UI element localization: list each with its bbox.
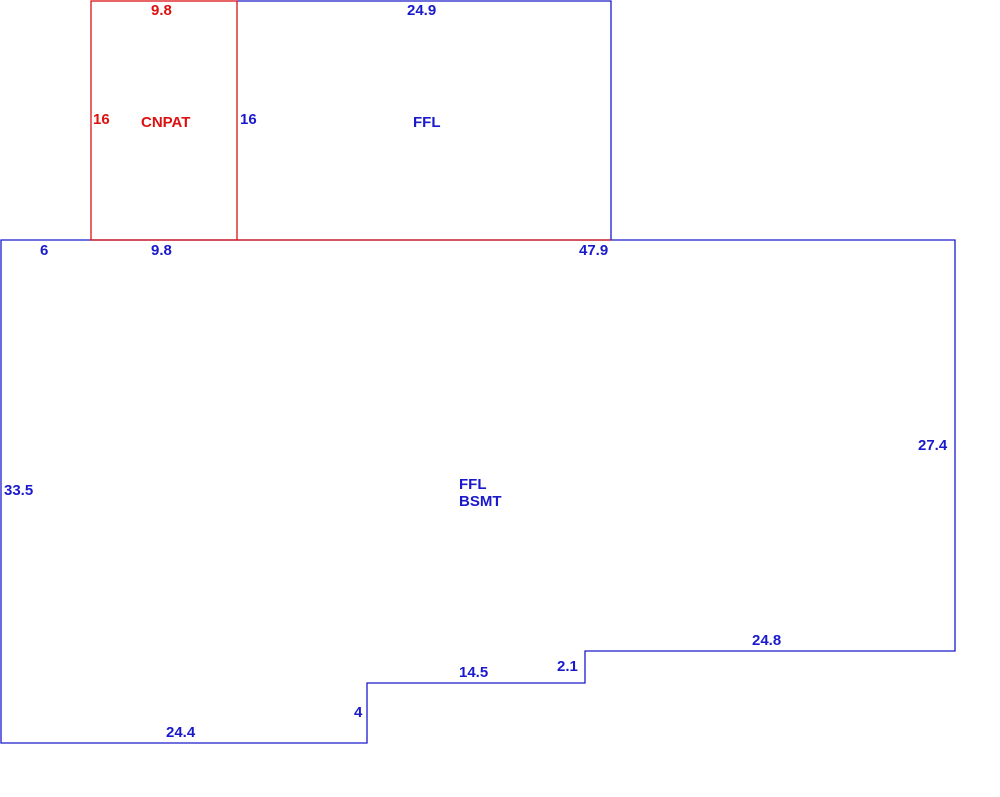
lower-left-dimension: 33.5 — [4, 482, 33, 499]
lower-area-label-line1: FFL — [459, 476, 487, 493]
patio-area-label: CNPAT — [141, 114, 190, 131]
step-left-dimension: 4 — [354, 704, 363, 721]
upper-ffl-outline — [237, 0, 612, 240]
patio-outline — [90, 0, 238, 241]
lower-right-dimension: 27.4 — [918, 437, 948, 454]
step-right-top-dimension: 24.8 — [752, 632, 781, 649]
patio-top-dimension: 9.8 — [151, 2, 172, 19]
lower-top-left-dimension: 6 — [40, 242, 48, 259]
upper-area-label: FFL — [413, 114, 441, 131]
step-mid-top-dimension: 14.5 — [459, 664, 488, 681]
patio-left-dimension: 16 — [93, 111, 110, 128]
lower-area-label-line2: BSMT — [459, 493, 502, 510]
step-small-dimension: 2.1 — [557, 658, 578, 675]
lower-top-mid-dimension: 9.8 — [151, 242, 172, 259]
upper-left-dimension: 16 — [240, 111, 257, 128]
bottom-left-dimension: 24.4 — [166, 724, 196, 741]
upper-top-dimension: 24.9 — [407, 2, 436, 19]
lower-top-right-dimension: 47.9 — [579, 242, 608, 259]
lower-area-outline — [0, 239, 956, 744]
